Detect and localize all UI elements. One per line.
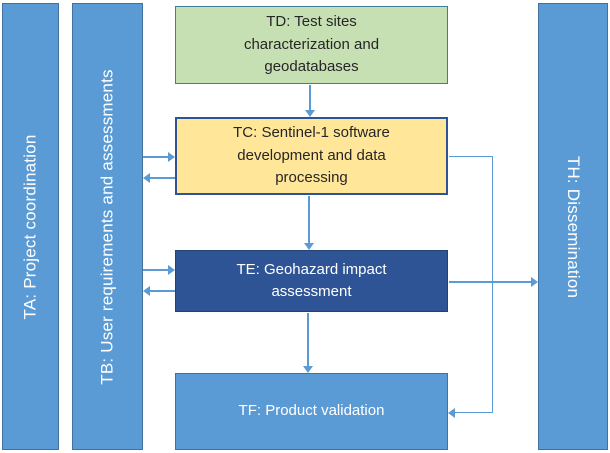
bar-th-dissemination: TH: Dissemination (538, 3, 608, 450)
box-te-label: TE: Geohazard impact assessment (236, 260, 387, 301)
bar-ta-label: TA: Project coordination (20, 134, 40, 319)
bar-ta-project-coordination: TA: Project coordination (2, 3, 59, 450)
box-td-test-sites: TD: Test sites characterization and geod… (175, 6, 448, 84)
box-tc-sentinel1-software: TC: Sentinel-1 software development and … (175, 117, 448, 195)
box-te-geohazard-impact: TE: Geohazard impact assessment (175, 250, 448, 312)
box-tc-label: TC: Sentinel-1 software development and … (233, 124, 390, 187)
bar-tb-user-requirements: TB: User requirements and assessments (72, 3, 143, 450)
bar-th-label: TH: Dissemination (564, 155, 583, 298)
bar-tb-label: TB: User requirements and assessments (97, 68, 117, 385)
box-tf-product-validation: TF: Product validation (175, 373, 448, 450)
box-tf-label: TF: Product validation (238, 402, 385, 420)
box-td-label: TD: Test sites characterization and geod… (243, 13, 380, 76)
